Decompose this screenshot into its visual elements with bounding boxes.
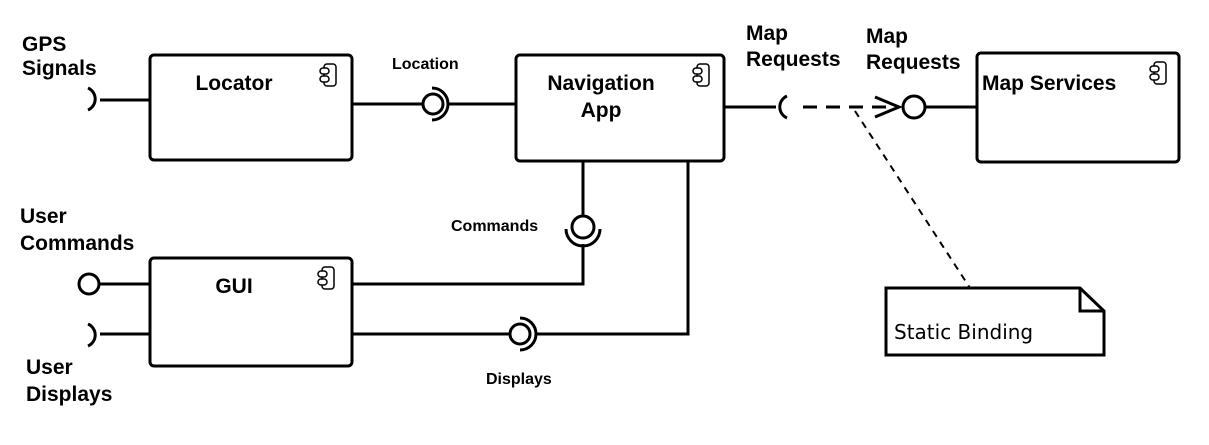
map-services-title: Map Services	[982, 72, 1117, 95]
note-static-binding	[884, 286, 1106, 357]
map-requests-provided-line1: Map	[866, 25, 908, 48]
component-gui[interactable]	[148, 256, 354, 368]
gps-signals-socket-icon	[87, 86, 97, 112]
location-interface-label: Location	[392, 56, 459, 73]
component-locator[interactable]	[148, 53, 354, 162]
location-socket-icon	[431, 86, 450, 122]
note-anchor-line	[854, 110, 971, 289]
map-requests-provided-line2: Requests	[866, 51, 961, 75]
user-displays-socket-icon	[87, 322, 97, 348]
map-requests-required-line2: Requests	[746, 48, 841, 72]
map-requests-provided-label: Map Requests	[866, 25, 961, 75]
navigation-app-title: Navigation App	[516, 72, 686, 123]
gps-signals-label-line2: Signals	[22, 57, 97, 81]
commands-ball-icon	[570, 214, 596, 240]
gps-signals-label: GPS Signals	[22, 33, 97, 81]
user-displays-label: User Displays	[26, 356, 112, 407]
map-requests-socket-icon	[778, 94, 788, 120]
commands-interface-label: Commands	[451, 218, 539, 235]
displays-connector-nav	[536, 161, 690, 336]
user-displays-label-line2: Displays	[26, 383, 113, 407]
user-commands-label-line2: Commands	[20, 232, 135, 256]
user-commands-ball-icon	[77, 272, 101, 296]
map-requests-required-line1: Map	[746, 22, 788, 45]
user-displays-label-line1: User	[26, 356, 73, 379]
locator-title: Locator	[195, 72, 273, 95]
note-folded-corner-icon	[1078, 288, 1104, 313]
gps-signals-label-line1: GPS	[22, 33, 67, 56]
map-requests-required-label: Map Requests	[746, 22, 841, 72]
map-requests-ball-icon	[901, 94, 927, 120]
navigation-app-title-line2: App	[580, 99, 622, 123]
component-map-services[interactable]	[975, 51, 1181, 164]
navigation-app-title-line1: Navigation	[547, 72, 655, 95]
displays-ball-icon	[508, 322, 532, 346]
note-text: Static Binding	[894, 320, 1034, 344]
dependency-arrowhead-icon	[874, 95, 903, 119]
user-commands-label: User Commands	[20, 205, 134, 256]
user-commands-label-line1: User	[20, 205, 67, 228]
displays-interface-label: Displays	[486, 371, 552, 388]
commands-connector-gui	[352, 244, 585, 286]
gui-title: GUI	[215, 275, 253, 298]
commands-socket-icon	[564, 228, 602, 248]
location-ball-icon	[421, 92, 445, 116]
